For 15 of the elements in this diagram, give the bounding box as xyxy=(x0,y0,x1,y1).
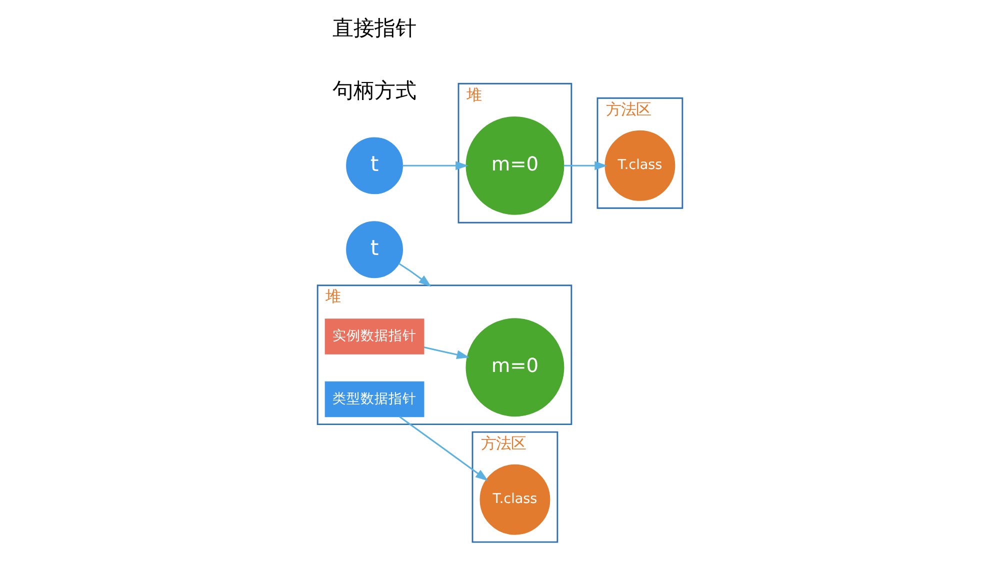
node-circle: t xyxy=(346,137,403,194)
node-circle: m=0 xyxy=(466,318,564,417)
node-circle: t xyxy=(346,221,403,278)
arrow xyxy=(399,416,488,481)
node-circle: T.class xyxy=(604,130,676,201)
label: 句柄方式 xyxy=(332,78,417,104)
node-circle: T.class xyxy=(480,464,550,535)
node-circle: m=0 xyxy=(466,116,564,215)
label: 直接指针 xyxy=(332,16,417,41)
node-box: 类型数据指针 xyxy=(324,381,424,418)
arrow xyxy=(424,346,470,360)
node-box: 实例数据指针 xyxy=(324,318,424,354)
arrow xyxy=(564,161,608,170)
arrow xyxy=(398,262,432,287)
arrow xyxy=(402,161,468,170)
